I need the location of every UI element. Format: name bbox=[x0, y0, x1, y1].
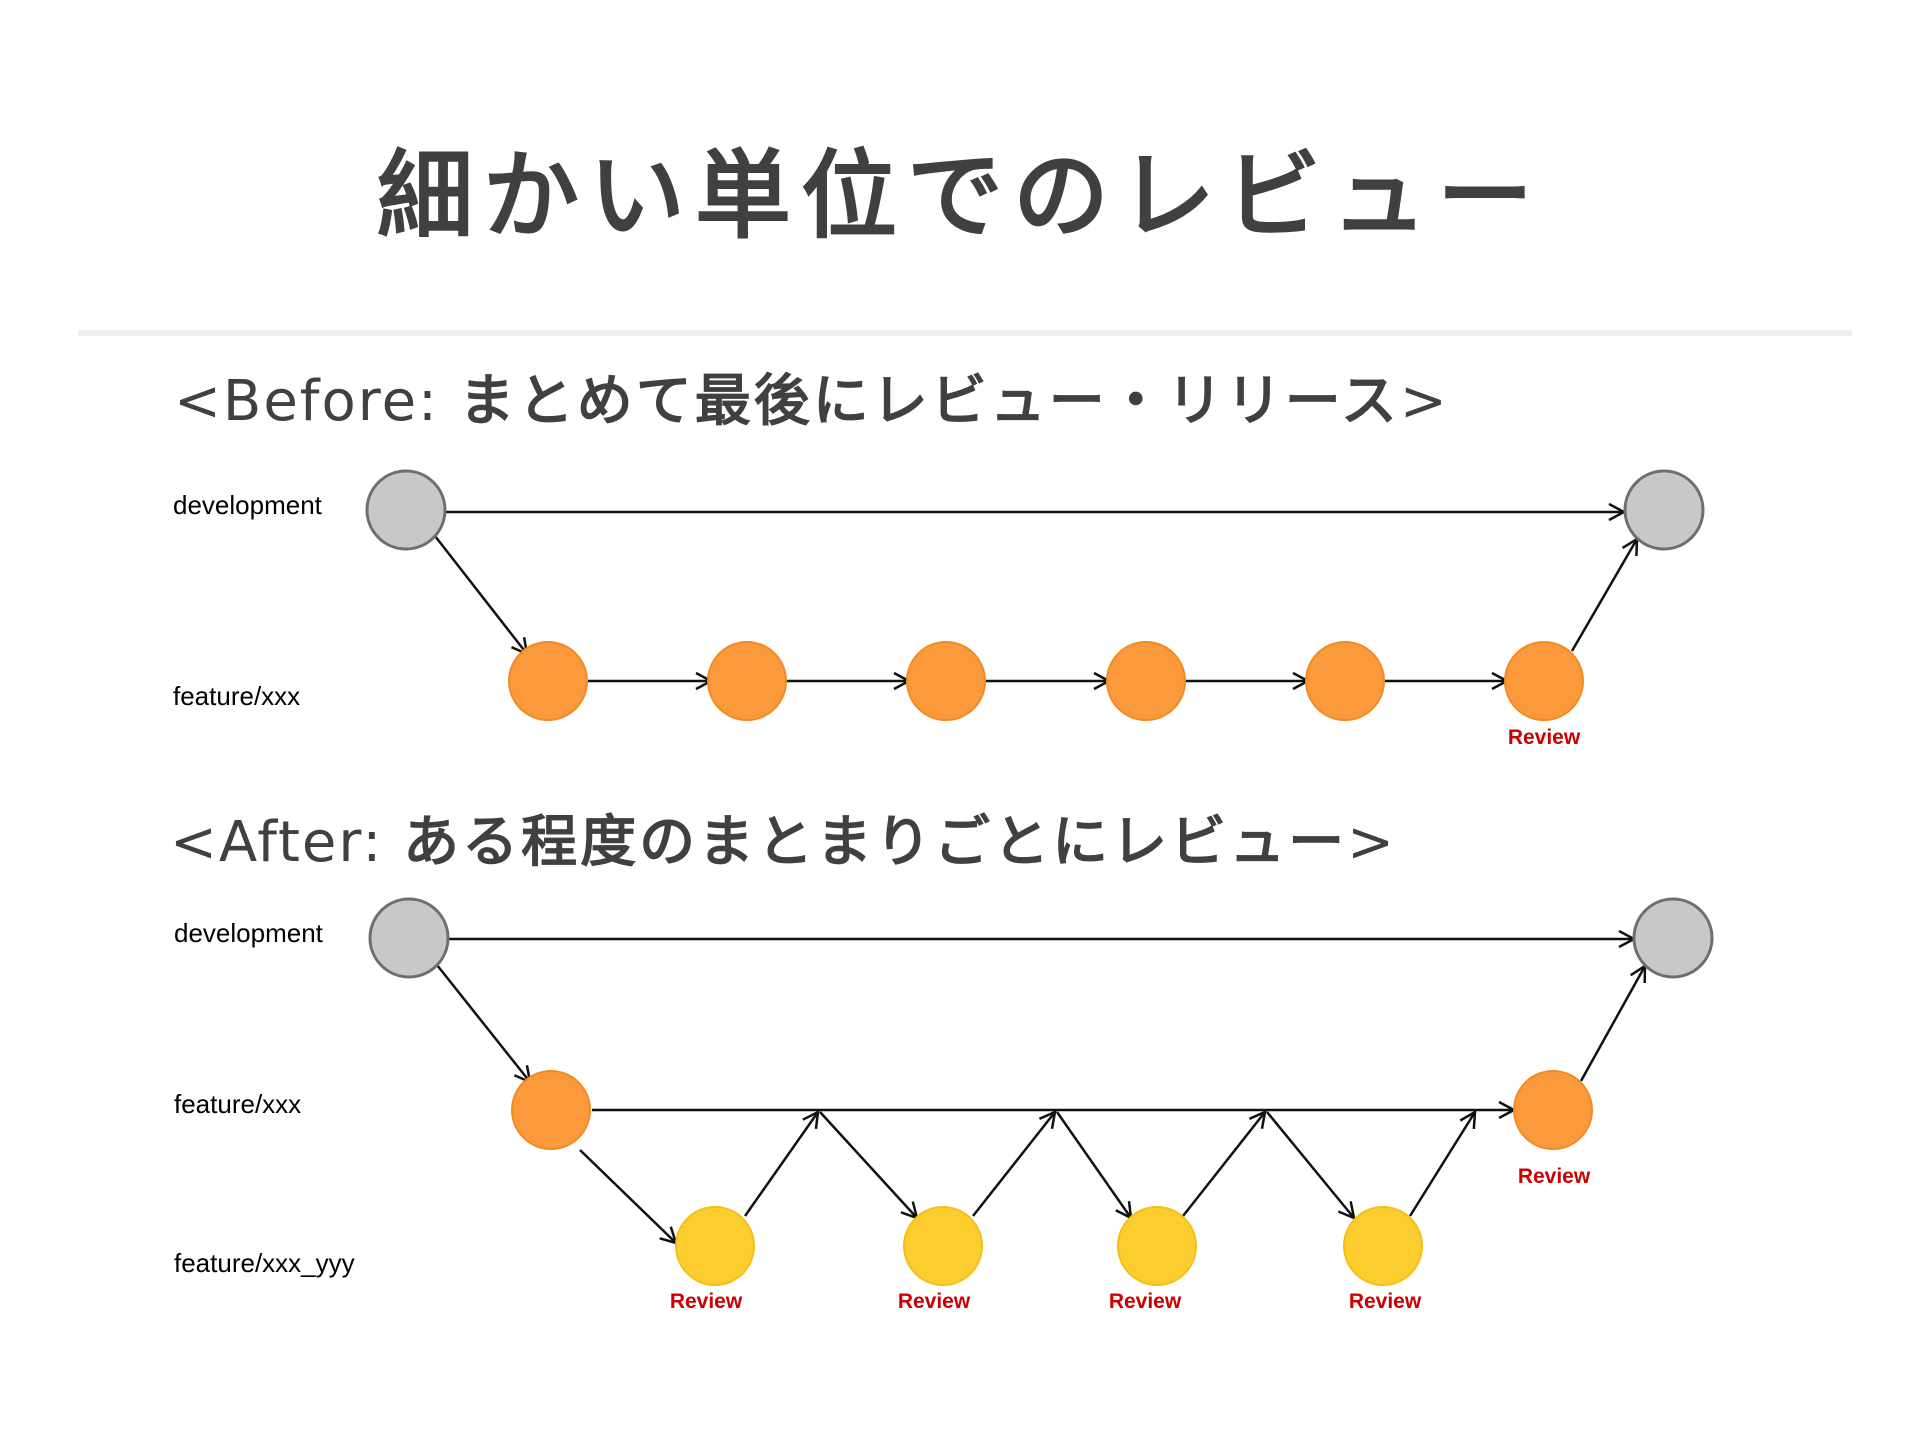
before-dev-node-end bbox=[1623, 469, 1705, 551]
after-edge-sub-1-back bbox=[743, 1109, 820, 1217]
before-feature-node-4 bbox=[1106, 641, 1186, 721]
after-edge-branch-off bbox=[436, 964, 532, 1085]
after-review-label-feature: Review bbox=[1518, 1165, 1591, 1188]
before-feature-node-3 bbox=[906, 641, 986, 721]
before-branch-label-development: development bbox=[173, 490, 323, 520]
after-review-label-sub-1: Review bbox=[670, 1290, 743, 1313]
before-heading-body: まとめて最後にレビュー・リリース bbox=[458, 369, 1400, 434]
after-review-label-sub-4: Review bbox=[1349, 1290, 1422, 1313]
after-dev-node-end bbox=[1632, 897, 1714, 979]
before-edge-branch-off bbox=[434, 535, 529, 657]
after-heading-body: ある程度のまとまりごとにレビュー bbox=[403, 810, 1348, 875]
before-feature-node-1 bbox=[508, 641, 588, 721]
before-diagram: development feature/xxx Review bbox=[173, 469, 1705, 749]
after-edge-sub-1-out bbox=[579, 1149, 678, 1245]
after-dev-node-start bbox=[368, 897, 450, 979]
after-review-label-sub-3: Review bbox=[1109, 1290, 1182, 1313]
after-heading-prefix: <After: bbox=[170, 810, 404, 875]
after-heading-suffix: > bbox=[1347, 810, 1397, 875]
divider bbox=[78, 330, 1852, 336]
before-review-label: Review bbox=[1508, 726, 1581, 749]
before-feature-node-5 bbox=[1305, 641, 1385, 721]
after-edge-sub-4-out bbox=[1266, 1111, 1356, 1221]
after-heading: <After: ある程度のまとまりごとにレビュー> bbox=[170, 797, 1396, 878]
after-feature-node-start bbox=[511, 1070, 591, 1150]
before-edge-merge bbox=[1570, 536, 1639, 652]
before-feature-node-6 bbox=[1504, 641, 1584, 721]
page-title: 細かい単位でのレビュー bbox=[377, 140, 1543, 252]
after-review-label-sub-2: Review bbox=[898, 1290, 971, 1313]
after-branch-label-feature: feature/xxx bbox=[174, 1089, 301, 1119]
after-subfeature-node-1 bbox=[675, 1206, 755, 1286]
after-edge-sub-3-back bbox=[1182, 1109, 1267, 1217]
before-feature-node-2 bbox=[707, 641, 787, 721]
after-edge-sub-2-back bbox=[972, 1109, 1057, 1217]
after-branch-label-development: development bbox=[174, 918, 324, 948]
before-heading-prefix: <Before: bbox=[174, 369, 459, 434]
before-heading: <Before: まとめて最後にレビュー・リリース> bbox=[174, 356, 1449, 437]
after-subfeature-node-2 bbox=[903, 1206, 983, 1286]
after-diagram: development feature/xxx feature/xxx_yyy … bbox=[174, 897, 1714, 1313]
after-branch-label-subfeature: feature/xxx_yyy bbox=[174, 1248, 355, 1278]
after-subfeature-node-3 bbox=[1117, 1206, 1197, 1286]
after-edge-sub-2-out bbox=[819, 1111, 919, 1220]
after-subfeature-node-4 bbox=[1343, 1206, 1423, 1286]
after-feature-node-end bbox=[1513, 1070, 1593, 1150]
after-edge-sub-3-out bbox=[1055, 1111, 1133, 1221]
before-branch-label-feature: feature/xxx bbox=[173, 681, 300, 711]
before-heading-suffix: > bbox=[1399, 369, 1449, 434]
after-edge-merge bbox=[1579, 963, 1647, 1082]
before-dev-node-start bbox=[365, 469, 447, 551]
after-edge-sub-4-back bbox=[1408, 1109, 1477, 1217]
